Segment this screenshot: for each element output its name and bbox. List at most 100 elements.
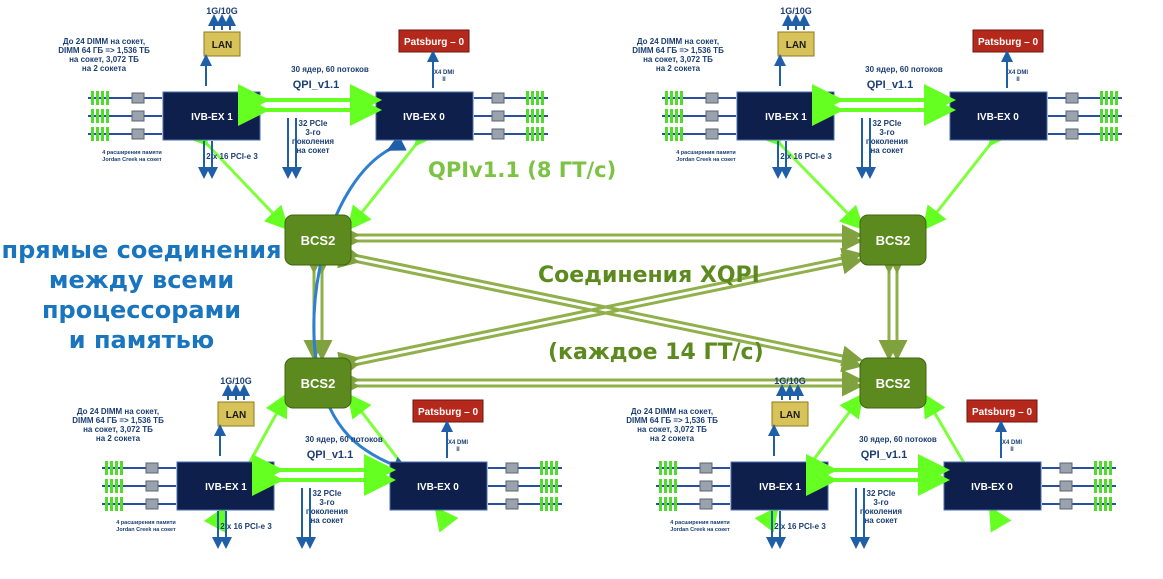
lan-label: LAN	[226, 410, 247, 421]
dimm-module	[1105, 91, 1108, 105]
cpu-bcs2-link	[922, 120, 1013, 231]
dimm-module	[120, 461, 123, 475]
bcs2-node-2	[859, 214, 927, 266]
dimm-module	[1109, 461, 1112, 475]
memext-note-line-1: 4 расширения памяти	[116, 520, 176, 526]
cpu-bcs2-link	[347, 120, 439, 231]
dimm-module	[674, 479, 677, 493]
dimm-module	[120, 479, 123, 493]
dimm-module	[536, 91, 539, 105]
dimm-module	[1105, 127, 1108, 141]
direct-links-line-3: процессорами	[41, 296, 242, 324]
cpu1-label: IVB-EX 1	[759, 482, 801, 493]
cpu0-box	[949, 91, 1048, 141]
dimm-module	[1099, 461, 1102, 475]
dimm-module	[110, 497, 113, 511]
patsburg-label: Patsburg – 0	[418, 407, 478, 418]
direct-links-line-4: и памятью	[68, 326, 215, 354]
pcie32-note-line-1: 32 PCIe	[299, 119, 328, 128]
memory-note-line-1: До 24 DIMM на сокет,	[63, 37, 145, 46]
direct-links-line-1: прямые соединения	[1, 236, 282, 264]
dimm-module	[96, 127, 99, 141]
memext-note-line-2: Jordan Creek на сокет	[670, 527, 730, 533]
xqpi-link	[337, 253, 863, 379]
bcs2-node-3	[284, 357, 352, 409]
memory-buffer-chip	[1065, 110, 1079, 122]
dimm-module	[1100, 91, 1103, 105]
dimm-module	[105, 461, 108, 475]
memory-note-line-4: на 2 сокета	[650, 434, 695, 443]
memory-buffer-chip	[131, 92, 145, 104]
pcie32-note-line-3: поколения	[292, 137, 334, 146]
dimm-module	[1115, 127, 1118, 141]
dimm-module	[680, 91, 683, 105]
pcie-2x16-note: 2 x 16 PCI-e 3	[774, 522, 826, 531]
cpu0-box	[375, 91, 474, 141]
dimm-module	[101, 109, 104, 123]
dimm-module	[105, 497, 108, 511]
memory-note-line-4: на 2 сокета	[656, 64, 701, 73]
memory-buffer-chip	[491, 128, 505, 140]
dimm-module	[91, 127, 94, 141]
dimm-module	[675, 91, 678, 105]
dimm-module	[669, 479, 672, 493]
memory-buffer-chip	[145, 480, 159, 492]
dimm-module	[664, 497, 667, 511]
lan-speed-line-1: 1G/10G	[220, 376, 252, 386]
dimm-module	[106, 127, 109, 141]
memory-buffer-chip	[705, 92, 719, 104]
dimm-module	[1099, 479, 1102, 493]
bcs2-label-2: BCS2	[876, 233, 911, 248]
dimm-module	[540, 479, 543, 493]
dimm-module	[669, 497, 672, 511]
memory-buffer-chip	[1065, 92, 1079, 104]
dimm-module	[665, 127, 668, 141]
memory-buffer-chip	[705, 110, 719, 122]
memory-buffer-chip	[505, 480, 519, 492]
dimm-module	[675, 127, 678, 141]
cpu0-box	[389, 461, 488, 511]
pcie32-note-line-2: 3-го	[873, 498, 888, 507]
dimm-module	[115, 479, 118, 493]
dimm-module	[664, 461, 667, 475]
dimm-module	[674, 461, 677, 475]
dimm-module	[531, 127, 534, 141]
dimm-module	[540, 497, 543, 511]
dimm-module	[91, 91, 94, 105]
dimm-module	[526, 109, 529, 123]
memory-note-line-1: До 24 DIMM на сокет,	[637, 37, 719, 46]
dimm-module	[545, 479, 548, 493]
dimm-module	[531, 109, 534, 123]
dimm-module	[1094, 461, 1097, 475]
dimm-module	[101, 127, 104, 141]
memext-note-line-2: Jordan Creek на сокет	[116, 527, 176, 533]
memory-buffer-chip	[505, 462, 519, 474]
cpu1-label: IVB-EX 1	[191, 112, 233, 123]
direct-links-annotation: прямые соединения между всеми процессора…	[0, 235, 283, 355]
cpu0-label: IVB-EX 0	[977, 112, 1019, 123]
dimm-module	[536, 127, 539, 141]
dimm-module	[115, 497, 118, 511]
memory-buffer-chip	[491, 92, 505, 104]
pcie32-note-line-2: 3-го	[305, 128, 320, 137]
memory-note-line-4: на 2 сокета	[82, 64, 127, 73]
memory-buffer-chip	[1065, 128, 1079, 140]
dmi-note-line-1: X4 DMI	[1008, 70, 1028, 76]
dimm-module	[665, 109, 668, 123]
bcs2-node-4	[859, 357, 927, 409]
lan-box	[203, 31, 241, 57]
patsburg-label: Patsburg – 0	[972, 407, 1032, 418]
memory-buffer-chip	[145, 462, 159, 474]
memory-buffer-chip	[1059, 462, 1073, 474]
memory-buffer-chip	[699, 462, 713, 474]
pcie32-note-line-2: 3-го	[879, 128, 894, 137]
memory-buffer-chip	[705, 128, 719, 140]
dimm-module	[674, 497, 677, 511]
memory-note-line-2: DIMM 64 ГБ => 1,536 ТБ	[626, 416, 718, 425]
pcie-2x16-note: 2 x 16 PCI-e 3	[206, 152, 258, 161]
pcie32-note-line-2: 3-го	[319, 498, 334, 507]
pcie32-note-line-3: поколения	[306, 507, 348, 516]
dimm-module	[1105, 109, 1108, 123]
